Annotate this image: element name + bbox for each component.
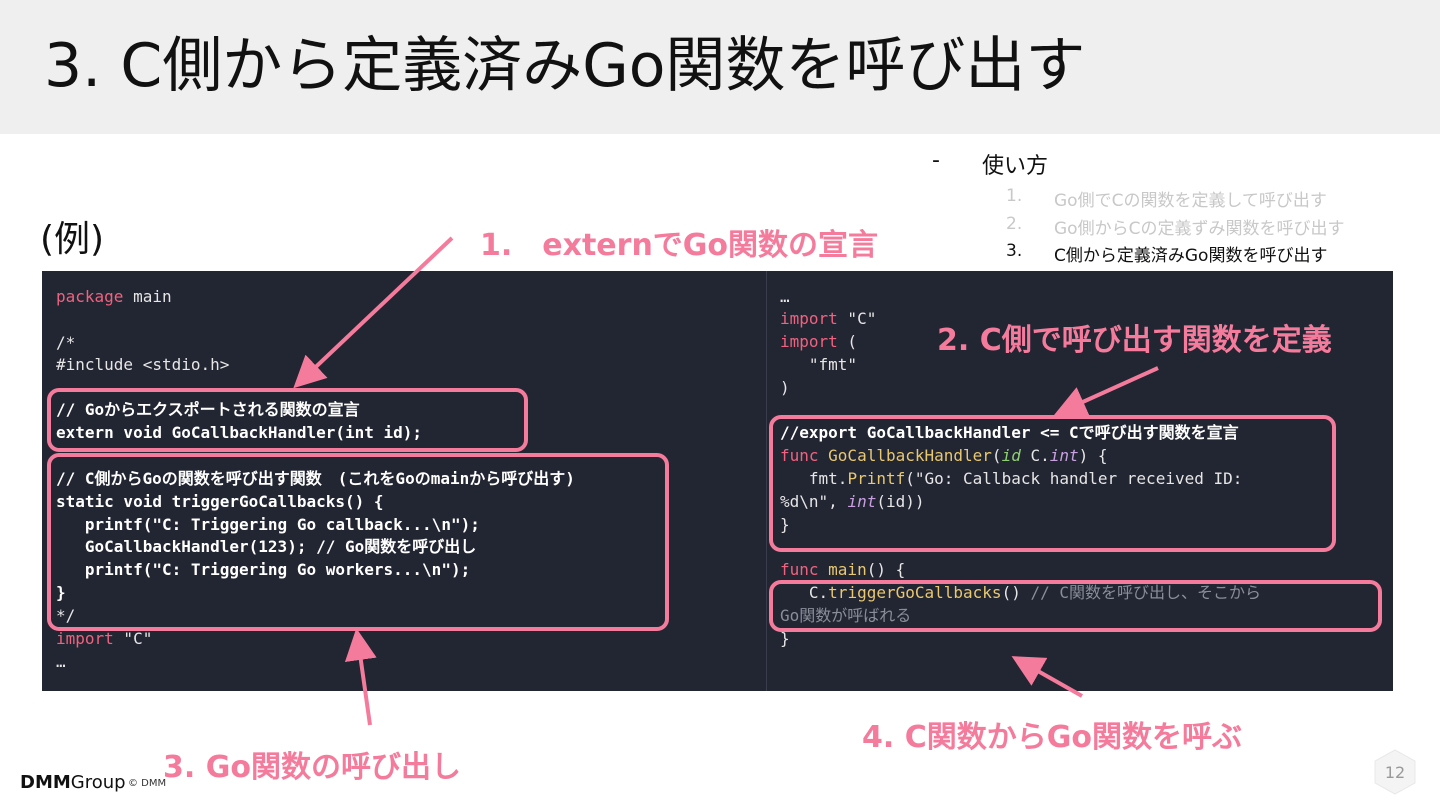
code-line: //export GoCallbackHandler <= Cで呼び出す関数を宣… bbox=[780, 423, 1239, 442]
code-line: /* bbox=[56, 333, 76, 352]
code-line: import "C" bbox=[56, 629, 153, 648]
code-line: printf("C: Triggering Go workers...\n"); bbox=[56, 560, 471, 579]
code-line: import "C" bbox=[780, 309, 877, 328]
code-line: %d\n", int(id)) bbox=[780, 492, 925, 511]
code-line: func GoCallbackHandler(id C.int) { bbox=[780, 446, 1108, 465]
code-line: // C側からGoの関数を呼び出す関数 (これをGoのmainから呼び出す) bbox=[56, 469, 575, 488]
page-number-text: 12 bbox=[1384, 762, 1406, 782]
annotation-box-trigger-call bbox=[769, 580, 1382, 632]
usage-label: 使い方 bbox=[982, 154, 1049, 179]
usage-dash: - bbox=[932, 148, 940, 173]
code-line: import ( bbox=[780, 332, 858, 351]
code-line: Go関数が呼ばれる bbox=[780, 606, 912, 625]
annotation-label-1: 1. externでGo関数の宣言 bbox=[480, 228, 879, 263]
code-line: package main bbox=[56, 287, 172, 306]
example-label: (例) bbox=[40, 219, 105, 260]
code-line: GoCallbackHandler(123); // Go関数を呼び出し bbox=[56, 537, 477, 556]
code-line: */ bbox=[56, 606, 76, 625]
hexagon-icon bbox=[1374, 749, 1416, 795]
code-panel: package main /* #include <stdio.h> // Go… bbox=[42, 271, 1393, 691]
usage-item-num: 3. bbox=[1006, 241, 1023, 261]
arrow-3 bbox=[344, 628, 377, 726]
code-line: } bbox=[780, 515, 790, 534]
code-line: // Goからエクスポートされる関数の宣言 bbox=[56, 400, 360, 419]
annotation-box-extern bbox=[47, 388, 528, 452]
code-line: } bbox=[56, 583, 66, 602]
usage-item-num: 2. bbox=[1006, 214, 1023, 234]
page-number: 12 bbox=[1373, 748, 1417, 796]
annotation-label-3: 3. Go関数の呼び出し bbox=[163, 750, 461, 785]
logo-group: Group bbox=[70, 772, 126, 793]
copyright: © DMM bbox=[128, 778, 167, 789]
arrow-1 bbox=[293, 236, 454, 389]
annotation-box-export-handler bbox=[769, 415, 1336, 552]
code-line: extern void GoCallbackHandler(int id); bbox=[56, 423, 423, 442]
usage-item-num: 1. bbox=[1006, 186, 1023, 206]
title-bar bbox=[0, 0, 1440, 134]
code-line: func main() { bbox=[780, 560, 906, 579]
code-line: #include <stdio.h> bbox=[56, 355, 230, 374]
code-line: … bbox=[780, 287, 790, 306]
arrow-2 bbox=[1054, 366, 1159, 417]
code-line: C.triggerGoCallbacks() // C関数を呼び出し、そこから bbox=[780, 583, 1262, 602]
annotation-label-4: 4. C関数からGo関数を呼ぶ bbox=[862, 720, 1242, 755]
dmm-group-logo: DMMGroup bbox=[20, 772, 126, 793]
code-line: printf("C: Triggering Go callback...\n")… bbox=[56, 515, 480, 534]
code-line: static void triggerGoCallbacks() { bbox=[56, 492, 384, 511]
usage-item-text: Go側でCの関数を定義して呼び出す bbox=[1054, 191, 1327, 211]
logo-mark: DMM bbox=[20, 772, 71, 793]
arrow-4 bbox=[1011, 656, 1083, 698]
code-line: fmt.Printf("Go: Callback handler receive… bbox=[780, 469, 1243, 488]
usage-item-text: C側から定義済みGo関数を呼び出す bbox=[1054, 246, 1328, 266]
usage-item-text: Go側からCの定義ずみ関数を呼び出す bbox=[1054, 219, 1345, 239]
code-line: } bbox=[780, 629, 790, 648]
annotation-label-2: 2. C側で呼び出す関数を定義 bbox=[937, 323, 1332, 358]
code-line: … bbox=[56, 652, 66, 671]
code-line: ) bbox=[780, 378, 790, 397]
code-line: "fmt" bbox=[780, 355, 858, 374]
code-divider bbox=[766, 271, 767, 691]
slide-title: 3. C側から定義済みGo関数を呼び出す bbox=[44, 31, 1086, 101]
